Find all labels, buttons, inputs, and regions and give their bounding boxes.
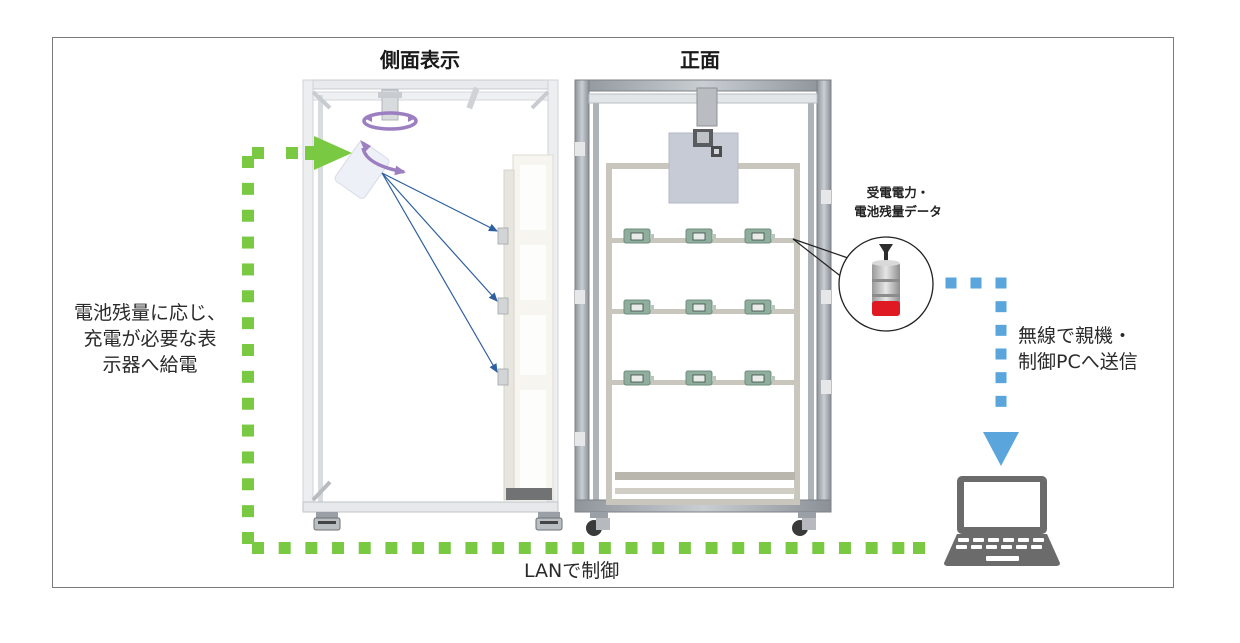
caster-wheel	[586, 512, 610, 536]
sensor-data-label: 受電電力・ 電池残量データ	[838, 183, 958, 221]
wireless-note: 無線で親機・ 制御PCへ送信	[1018, 323, 1168, 375]
sensor-data-callout	[792, 236, 934, 332]
lan-path-dot	[492, 542, 505, 554]
lan-path-dot	[242, 209, 254, 222]
power-feed-line: 示器へ給電	[102, 354, 198, 376]
leveling-foot	[313, 512, 341, 531]
lan-path-dot	[242, 156, 254, 168]
wireless-arrow-head-icon	[983, 432, 1019, 466]
wireless-path	[945, 277, 1007, 407]
lan-path-dot	[242, 263, 254, 276]
lan-arrow-shaft	[305, 146, 317, 160]
receiver-display	[685, 299, 716, 315]
lan-path-dot	[242, 478, 254, 491]
power-feed-note: 電池残量に応じ、 充電が必要な表 示器へ給電	[60, 300, 240, 378]
receiver-display	[685, 228, 716, 244]
lan-path-dot	[286, 147, 298, 159]
pan-rotation-icon	[362, 111, 418, 131]
lan-path-dot	[732, 542, 745, 554]
lan-path-dot	[252, 542, 264, 554]
lan-arrow-head-icon	[314, 136, 352, 170]
wireless-path-dot	[995, 395, 1007, 407]
lan-path-dot	[785, 542, 798, 554]
front-view-title: 正面	[680, 48, 720, 72]
lan-path-dot	[652, 542, 665, 554]
lan-path-dot	[305, 542, 318, 554]
lan-path-dot	[242, 236, 254, 249]
caster-wheel	[792, 512, 816, 536]
receiver-display	[623, 228, 654, 244]
sensor-data-line: 電池残量データ	[854, 204, 942, 219]
lan-path-dot	[705, 542, 718, 554]
lan-path-dot	[913, 542, 925, 554]
lan-path-dot	[865, 542, 878, 554]
lan-path-dot	[242, 317, 254, 330]
diagram-frame	[52, 37, 1174, 588]
wireless-path-dot	[945, 277, 957, 289]
lan-path-dot	[278, 542, 291, 554]
leveling-foot	[535, 512, 563, 531]
lan-path-dot	[332, 542, 345, 554]
sensor-data-line: 受電電力・	[866, 185, 930, 200]
control-pc-laptop-icon	[944, 476, 1060, 566]
side-view-shelf	[497, 154, 554, 501]
lan-path-dot	[385, 542, 398, 554]
lan-path-dot	[242, 532, 254, 544]
wireless-path-dot	[995, 301, 1007, 313]
battery-sensor-icon	[872, 244, 900, 316]
wireless-path-dot	[995, 372, 1007, 384]
lan-path-dot	[242, 290, 254, 303]
lan-path-dot	[242, 424, 254, 437]
front-transmitter	[668, 87, 739, 204]
receiver-display	[744, 299, 775, 315]
lan-path-dot	[545, 542, 558, 554]
wireless-path-dot	[995, 348, 1007, 360]
lan-path-dot	[838, 542, 851, 554]
wireless-path-dot	[970, 277, 982, 289]
lan-path-dot	[242, 505, 254, 518]
lan-path-dot	[678, 542, 691, 554]
lan-path-dot	[892, 542, 905, 554]
lan-path-dot	[572, 542, 585, 554]
side-view-title: 側面表示	[380, 48, 460, 72]
lan-path-dot	[412, 542, 425, 554]
lan-path-dot	[625, 542, 638, 554]
display-grid	[623, 228, 775, 386]
receiver-display	[623, 370, 654, 386]
wireless-line: 無線で親機・	[1018, 325, 1133, 347]
lan-path-dot	[438, 542, 451, 554]
lan-path-dot	[812, 542, 825, 554]
lan-path-dot	[242, 451, 254, 464]
lan-path-dot	[252, 147, 264, 159]
power-feed-line: 充電が必要な表	[83, 328, 217, 350]
lan-path-dot	[242, 370, 254, 383]
receiver-display	[744, 370, 775, 386]
lan-path-dot	[242, 182, 254, 195]
lan-path-dot	[242, 344, 254, 356]
lan-path-dot	[358, 542, 371, 554]
receiver-display	[744, 228, 775, 244]
receiver-display	[685, 370, 716, 386]
wireless-path-dot	[995, 277, 1007, 289]
power-beams	[381, 172, 498, 373]
lan-path-dot	[518, 542, 531, 554]
lan-path-dot	[758, 542, 771, 554]
wireless-path-dot	[995, 324, 1007, 336]
lan-control-path	[242, 147, 925, 554]
tilt-rotation-icon	[360, 140, 406, 176]
lan-control-label: LANで制御	[524, 560, 620, 582]
front-view-shelf	[606, 163, 800, 505]
receiver-display	[623, 299, 654, 315]
lan-path-dot	[598, 542, 611, 554]
lan-path-dot	[242, 397, 254, 410]
wireless-line: 制御PCへ送信	[1018, 351, 1138, 373]
power-feed-line: 電池残量に応じ、	[73, 302, 226, 324]
lan-path-dot	[465, 542, 478, 554]
